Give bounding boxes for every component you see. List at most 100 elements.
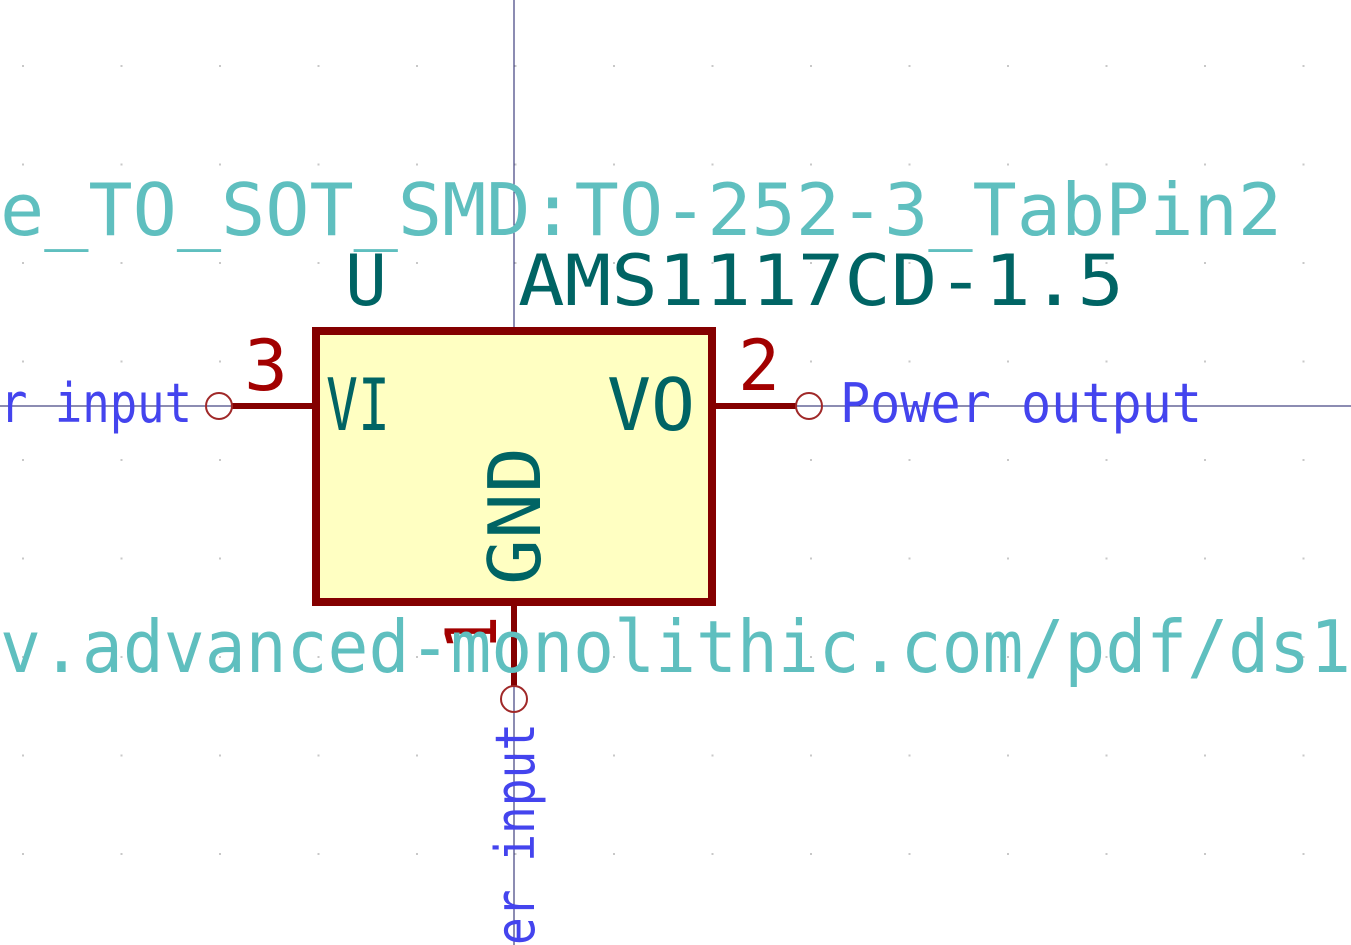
grid-dot: [711, 262, 714, 264]
grid-dot: [120, 754, 123, 757]
grid-dot: [908, 656, 911, 658]
grid-dot: [1007, 459, 1009, 461]
grid-dot: [514, 163, 517, 166]
grid-dot: [1204, 459, 1206, 461]
grid-dot: [711, 65, 714, 67]
grid-dot: [120, 557, 123, 560]
grid-dot: [1007, 656, 1009, 658]
grid-dot: [120, 656, 123, 658]
grid-dot: [219, 557, 221, 560]
grid-dot: [317, 65, 320, 67]
grid-dot: [22, 754, 24, 757]
grid-dot: [317, 853, 320, 855]
grid-dot: [908, 853, 911, 855]
grid-dot: [810, 65, 812, 67]
grid-dot: [317, 656, 320, 658]
value-field[interactable]: AMS1117CD-1.5: [518, 240, 1124, 322]
pin-vi-type: r input: [0, 372, 192, 435]
grid-dot: [219, 360, 221, 363]
pin-vi-name: VI: [326, 363, 390, 447]
grid-dot: [120, 163, 123, 166]
grid-dot: [1302, 459, 1305, 461]
component-body[interactable]: [312, 327, 716, 606]
grid-dot: [120, 459, 123, 461]
grid-dot: [514, 754, 517, 757]
grid-dot: [416, 754, 418, 757]
grid-dot: [22, 853, 24, 855]
grid-dot: [1105, 65, 1108, 67]
grid-dot: [514, 262, 517, 264]
grid-dot: [1302, 656, 1305, 658]
grid-dot: [1105, 656, 1108, 658]
grid-dot: [416, 656, 418, 658]
grid-dot: [1204, 656, 1206, 658]
grid-dot: [908, 557, 911, 560]
grid-dot: [22, 163, 24, 166]
grid-dot: [219, 262, 221, 264]
grid-dot: [219, 65, 221, 67]
grid-dot: [810, 754, 812, 757]
grid-dot: [711, 163, 714, 166]
grid-dot: [416, 262, 418, 264]
grid-dot: [514, 853, 517, 855]
grid-dot: [1105, 754, 1108, 757]
pin-vo-type: Power output: [840, 372, 1202, 435]
grid-dot: [810, 557, 812, 560]
grid-dot: [908, 360, 911, 363]
grid-dot: [416, 65, 418, 67]
grid-dot: [1105, 557, 1108, 560]
grid-dot: [1007, 360, 1009, 363]
grid-dot: [22, 459, 24, 461]
pin-gnd-end-circle[interactable]: [500, 685, 528, 713]
grid-dot: [1007, 163, 1009, 166]
pin-vo-end-circle[interactable]: [795, 392, 823, 420]
grid-dot: [1204, 754, 1206, 757]
grid-dot: [908, 262, 911, 264]
grid-dot: [1302, 360, 1305, 363]
grid-dot: [416, 163, 418, 166]
footprint-field[interactable]: e_TO_SOT_SMD:TO-252-3_TabPin2: [0, 168, 1282, 252]
grid-dot: [810, 853, 812, 855]
grid-dot: [711, 656, 714, 658]
grid-dot: [1204, 262, 1206, 264]
grid-dot: [514, 65, 517, 67]
grid-dot: [711, 853, 714, 855]
grid-dot: [120, 360, 123, 363]
reference-field[interactable]: U: [345, 240, 387, 322]
grid-dot: [1204, 557, 1206, 560]
grid-dot: [810, 459, 812, 461]
grid-dot: [1302, 557, 1305, 560]
grid-dot: [219, 853, 221, 855]
pin-vo-number: 2: [738, 325, 780, 407]
grid-dot: [1007, 557, 1009, 560]
grid-dot: [22, 656, 24, 658]
grid-dot: [908, 754, 911, 757]
grid-dot: [1302, 65, 1305, 67]
grid-dot: [613, 65, 615, 67]
grid-dot: [317, 262, 320, 264]
grid-dot: [613, 163, 615, 166]
grid-dot: [1302, 754, 1305, 757]
datasheet-field[interactable]: v.advanced-monolithic.com/pdf/ds1: [0, 605, 1351, 689]
grid-dot: [317, 754, 320, 757]
grid-dot: [219, 163, 221, 166]
pin-vo-name: VO: [607, 363, 695, 447]
grid-dot: [1204, 163, 1206, 166]
grid-dot: [1302, 163, 1305, 166]
grid-dot: [908, 459, 911, 461]
grid-dot: [1302, 853, 1305, 855]
pin-vi-number: 3: [244, 325, 288, 407]
grid-dot: [1007, 65, 1009, 67]
grid-dot: [120, 65, 123, 67]
grid-dot: [317, 163, 320, 166]
grid-dot: [1105, 853, 1108, 855]
grid-dot: [1105, 163, 1108, 166]
grid-dot: [22, 65, 24, 67]
grid-dot: [613, 262, 615, 264]
pin-vi-end-circle[interactable]: [205, 392, 233, 420]
grid-dot: [22, 557, 24, 560]
grid-dot: [219, 459, 221, 461]
grid-dot: [22, 262, 24, 264]
grid-dot: [1302, 262, 1305, 264]
